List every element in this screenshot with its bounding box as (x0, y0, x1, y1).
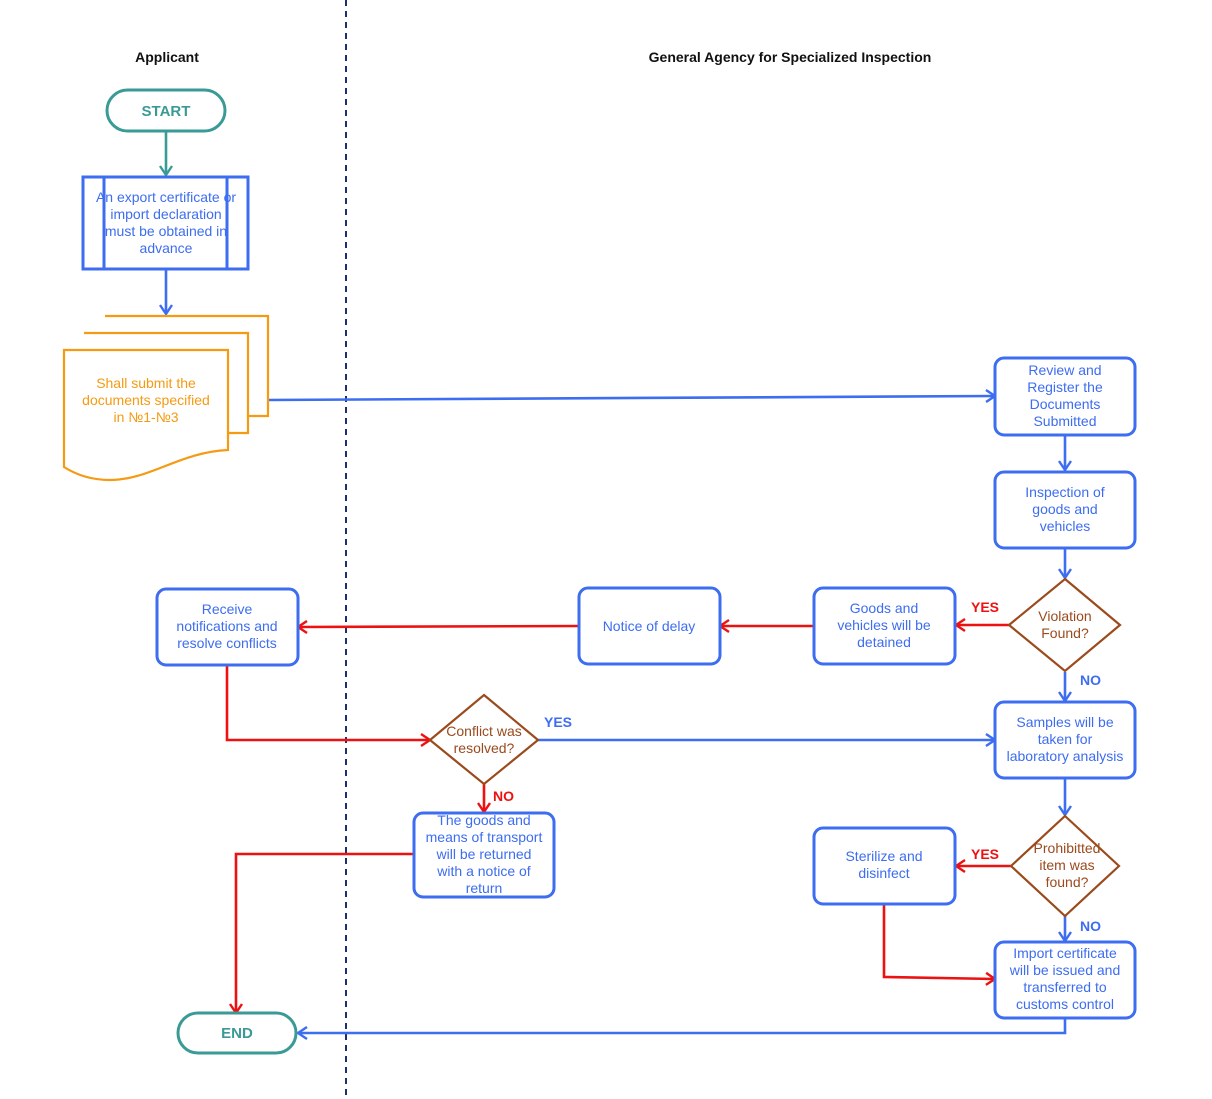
node-text-line: taken for (1038, 731, 1093, 747)
node-text-line: goods and (1032, 501, 1097, 517)
node-text-line: resolve conflicts (177, 635, 277, 651)
node-text-line: Violation (1038, 608, 1091, 624)
node-text-line: Submitted (1033, 413, 1096, 429)
node-text-line: laboratory analysis (1007, 748, 1124, 764)
node-text-line: will be returned (436, 846, 532, 862)
node-text-line: Review and (1028, 362, 1101, 378)
node-text-line: means of transport (426, 829, 543, 845)
node-text-line: resolved? (454, 740, 515, 756)
node-text-line: advance (140, 240, 193, 256)
lane-title-agency: General Agency for Specialized Inspectio… (649, 49, 932, 65)
lane-title-applicant: Applicant (135, 49, 199, 65)
node-text-line: return (466, 880, 503, 896)
label-conflict-no: NO (493, 788, 514, 804)
node-text-line: Receive (202, 601, 253, 617)
node-text-line: Notice of delay (603, 618, 696, 634)
node-text-line: Conflict was (446, 723, 521, 739)
node-text-line: will be issued and (1009, 962, 1121, 978)
node-text-line: disinfect (858, 865, 909, 881)
node-text-line: Inspection of (1025, 484, 1104, 500)
node-text-line: An export certificate or (96, 189, 236, 205)
node-text-line: transferred to (1023, 979, 1106, 995)
node-text-line: in №1-№3 (113, 409, 178, 425)
node-text-line: Import certificate (1013, 945, 1117, 961)
node-text-line: Goods and (850, 600, 919, 616)
label-violation-yes: YES (971, 599, 999, 615)
start-label: START (142, 103, 191, 120)
node-text-line: import declaration (110, 206, 221, 222)
node-text-line: notifications and (176, 618, 277, 634)
node-text-line: with a notice of (436, 863, 530, 879)
node-text-line: Shall submit the (96, 375, 196, 391)
node-text-line: documents specified (82, 392, 210, 408)
node-text-line: Documents (1030, 396, 1101, 412)
node-text-line: Samples will be (1016, 714, 1113, 730)
label-prohibited-no: NO (1080, 918, 1101, 934)
node-text-line: Found? (1041, 625, 1089, 641)
node-text-line: Prohibitted (1034, 840, 1101, 856)
edge-returned-to-end (229, 852, 414, 1016)
node-text-line: detained (857, 634, 911, 650)
edge-import-to-end (295, 1018, 1067, 1040)
node-text-line: Sterilize and (845, 848, 922, 864)
node-text-line: Register the (1027, 379, 1103, 395)
node-text-line: found? (1046, 874, 1089, 890)
edge-sterilize-to-import (882, 904, 998, 986)
end-label: END (221, 1025, 253, 1042)
label-violation-no: NO (1080, 672, 1101, 688)
node-text-line: customs control (1016, 996, 1114, 1012)
label-conflict-yes: YES (544, 714, 572, 730)
edge-submit-to-review (267, 389, 998, 404)
start-terminator[interactable]: START (105, 88, 227, 133)
node-text-line: The goods and (437, 812, 530, 828)
label-prohibited-yes: YES (971, 846, 999, 862)
node-text-line: item was (1039, 857, 1094, 873)
end-terminator[interactable]: END (176, 1011, 298, 1055)
edge-notice-to-receive (295, 619, 580, 634)
node-text-line: must be obtained in (105, 223, 227, 239)
node-notice-delay[interactable]: Notice of delay (577, 586, 722, 666)
node-text-line: vehicles will be (837, 617, 931, 633)
edge-receive-to-conflict (225, 665, 433, 747)
node-text: Notice of delay (603, 618, 696, 634)
node-text-line: vehicles (1040, 518, 1091, 534)
